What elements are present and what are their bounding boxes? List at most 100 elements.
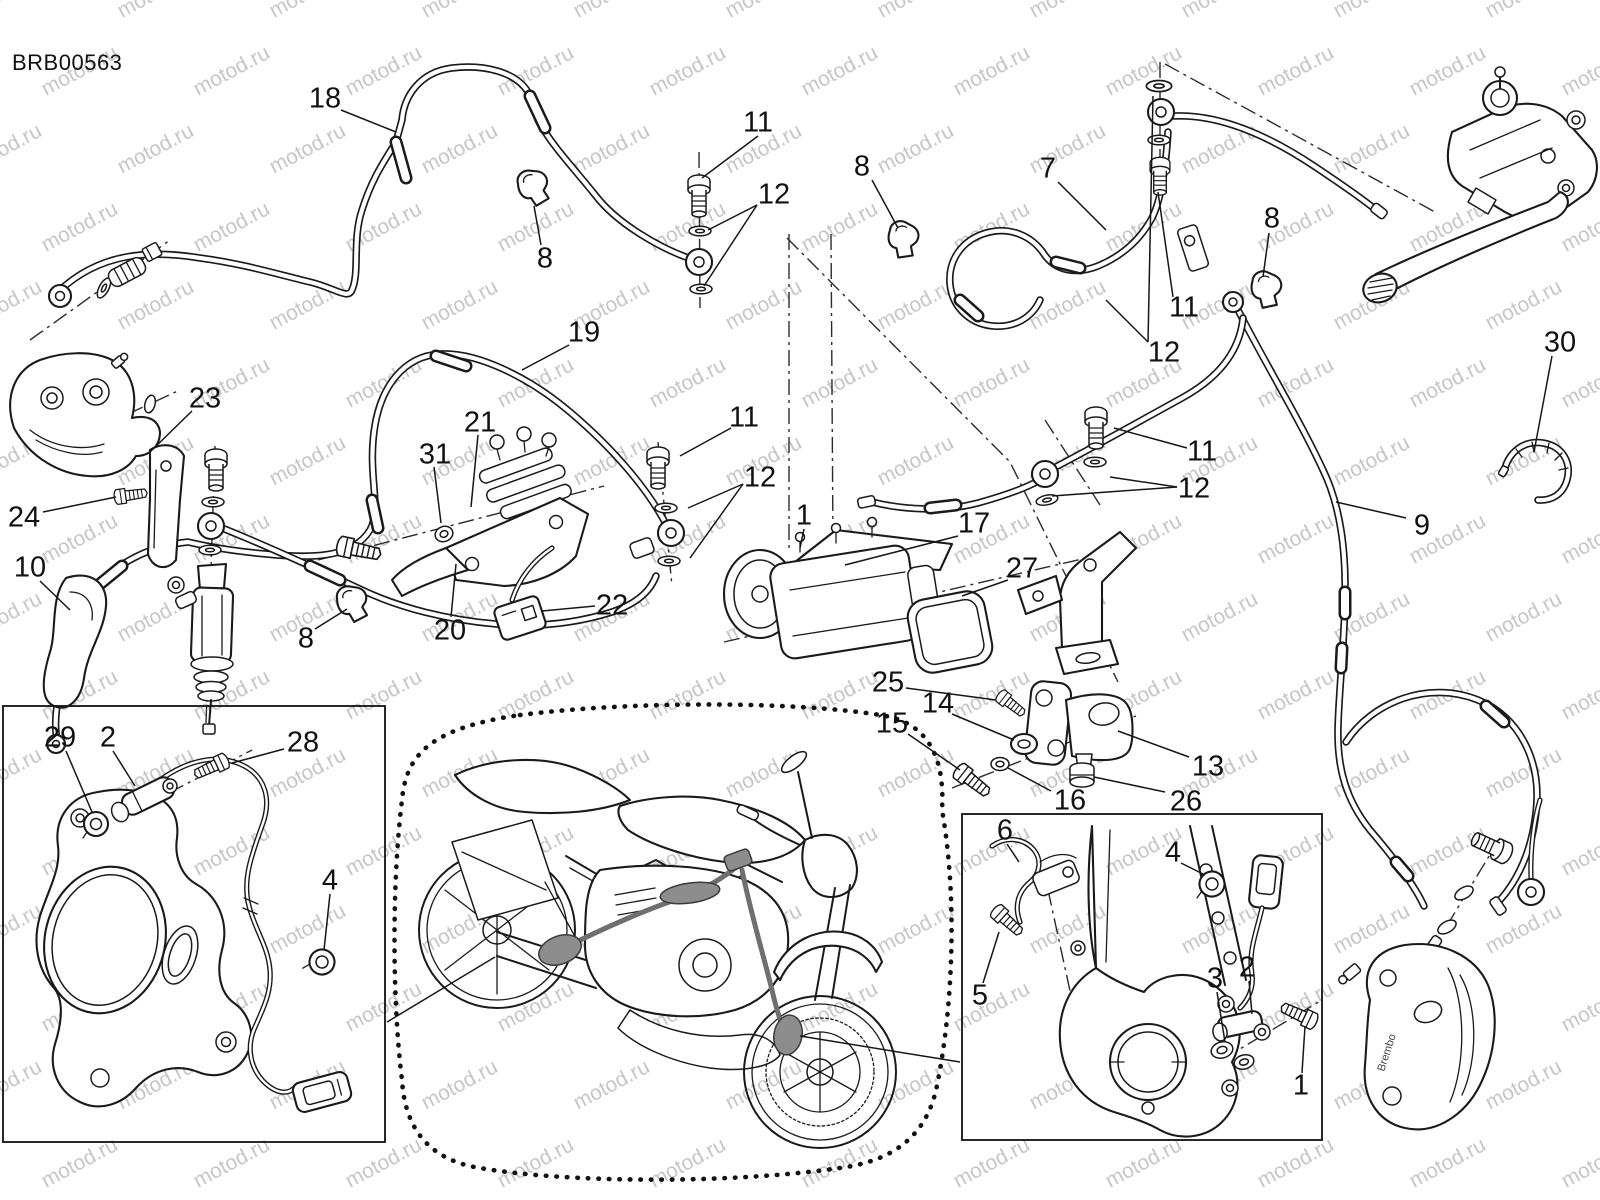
callout-1: 1	[1293, 1070, 1309, 1102]
rear-abs-sensor-2	[110, 756, 353, 1113]
watermark-text: motod.ru	[798, 665, 882, 724]
watermark-text: motod.ru	[798, 41, 882, 100]
callout-leader	[1248, 980, 1253, 1015]
watermark-text: motod.ru	[0, 743, 46, 802]
hose-fitting-exploded	[47, 242, 163, 309]
callout-16: 16	[1054, 785, 1086, 817]
watermark-text: motod.ru	[1102, 41, 1186, 100]
spring-clip-30	[1497, 438, 1572, 504]
cable-clip-4	[1192, 868, 1228, 901]
callout-leader	[231, 748, 285, 764]
manifold-bracket-20	[390, 496, 590, 598]
callout-leader	[521, 344, 570, 371]
watermark-text: motod.ru	[1482, 0, 1566, 22]
watermark-text: motod.ru	[0, 275, 46, 334]
speed-sensor-22	[493, 545, 555, 641]
sensor-connector	[291, 1071, 353, 1113]
callout-12: 12	[1148, 337, 1180, 369]
callout-leader	[1057, 181, 1107, 231]
watermark-text: motod.ru	[1178, 899, 1262, 958]
rear-brake-caliper	[9, 352, 162, 478]
callout-leader	[1105, 299, 1149, 343]
callout-leader	[42, 496, 117, 513]
hose-guard-10	[42, 574, 108, 709]
watermark-text: motod.ru	[1026, 899, 1110, 958]
callout-12: 12	[744, 462, 776, 494]
watermark-text: motod.ru	[1254, 1133, 1338, 1192]
callout-13: 13	[1192, 751, 1224, 783]
cable-clip-4	[301, 944, 339, 979]
inset-pointer-right	[799, 1035, 961, 1063]
rear-sensor-inset	[35, 751, 353, 1113]
watermark-text: motod.ru	[0, 119, 46, 178]
watermark-text: motod.ru	[570, 1055, 654, 1114]
callout-leader	[340, 109, 397, 133]
callout-leader	[112, 750, 136, 787]
watermark-text: motod.ru	[874, 743, 958, 802]
watermark-text: motod.ru	[190, 197, 274, 256]
watermark-text: motod.ru	[1558, 977, 1600, 1036]
callout-22: 22	[596, 590, 628, 622]
hose-clamp-8	[513, 165, 554, 211]
callout-leader	[1147, 95, 1154, 343]
callout-18: 18	[309, 83, 341, 115]
diagram-code: BRB00563	[12, 50, 123, 75]
watermark-text: motod.ru	[342, 665, 426, 724]
hose-bracket	[1176, 224, 1210, 272]
watermark-text: motod.ru	[874, 899, 958, 958]
front-brake-caliper: Brembo	[1338, 943, 1496, 1131]
parts: Brembo	[9, 66, 1598, 1131]
abs-cover-27	[906, 590, 994, 674]
watermark-text: motod.ru	[646, 353, 730, 412]
callout-10: 10	[14, 552, 46, 584]
callout-leader	[1301, 1025, 1306, 1074]
callout-leader	[679, 427, 732, 457]
callout-leader	[1093, 776, 1166, 793]
watermark-text: motod.ru	[1406, 821, 1490, 880]
grommet-26	[1069, 762, 1095, 788]
callout-28: 28	[287, 727, 319, 759]
caliper-loop-hose	[1342, 688, 1543, 904]
watermark-text: motod.ru	[1558, 821, 1600, 880]
watermark-text: motod.ru	[722, 275, 806, 334]
callout-leader	[905, 687, 997, 701]
watermark-text: motod.ru	[646, 665, 730, 724]
callout-21: 21	[464, 407, 496, 439]
callout-leader	[450, 563, 457, 618]
callout-11: 11	[1169, 292, 1199, 324]
callout-leader	[687, 483, 744, 509]
watermark-text: motod.ru	[418, 0, 502, 22]
callout-25: 25	[872, 667, 904, 699]
callout-9: 9	[1414, 510, 1430, 542]
watermark-text: motod.ru	[266, 431, 350, 490]
watermark-text: motod.ru	[1558, 509, 1600, 568]
callout-5: 5	[972, 980, 988, 1012]
callout-4: 4	[1165, 837, 1181, 869]
watermark-text: motod.ru	[1482, 587, 1566, 646]
watermark-text: motod.ru	[722, 743, 806, 802]
watermark-text: motod.ru	[266, 119, 350, 178]
callout-19: 19	[568, 317, 600, 349]
callout-14: 14	[922, 688, 954, 720]
watermark-text: motod.ru	[1406, 353, 1490, 412]
watermark-text: motod.ru	[1330, 0, 1414, 22]
washers-3	[1210, 1041, 1255, 1070]
callout-leader	[433, 466, 442, 524]
callout-1: 1	[796, 500, 812, 532]
watermark-text: motod.ru	[1558, 353, 1600, 412]
callout-leader	[65, 750, 93, 813]
watermark-text: motod.ru	[418, 1055, 502, 1114]
callout-15: 15	[876, 708, 908, 740]
screw-28	[190, 751, 232, 783]
brake-lever	[1362, 190, 1569, 304]
watermark-text: motod.ru	[570, 119, 654, 178]
watermark-text: motod.ru	[722, 0, 806, 22]
ring-29	[82, 810, 110, 839]
washer-21	[434, 525, 454, 543]
watermark-text: motod.ru	[570, 0, 654, 22]
callout-27: 27	[1006, 553, 1038, 585]
watermark-text: motod.ru	[950, 1133, 1034, 1192]
callout-leader	[871, 179, 899, 229]
callout-23: 23	[189, 383, 221, 415]
